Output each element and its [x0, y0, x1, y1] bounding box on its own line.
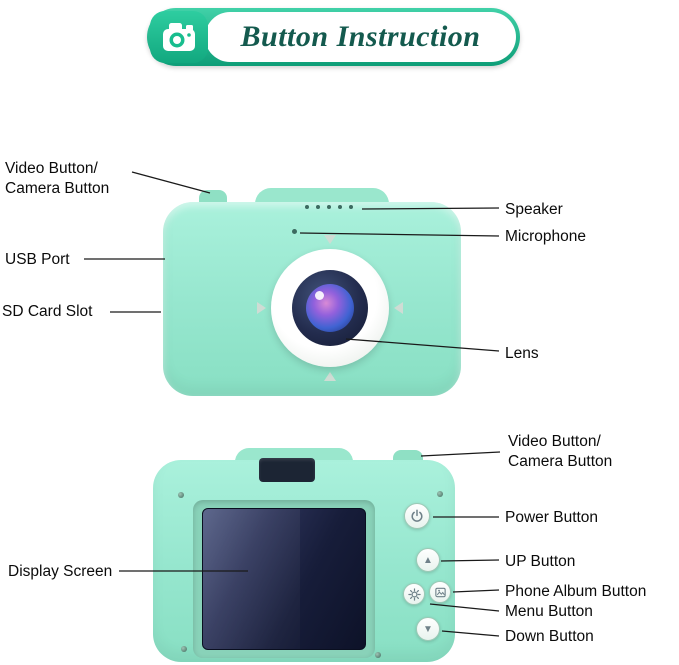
- label-up-button: UP Button: [505, 553, 576, 570]
- menu-button: [403, 583, 425, 605]
- screw: [178, 492, 184, 498]
- camera-front-illustration: [163, 188, 461, 398]
- speaker-dot: [305, 205, 309, 209]
- header-banner-inner: Button Instruction: [205, 12, 516, 62]
- camera-icon-glyph: [163, 23, 195, 51]
- screw: [437, 491, 443, 497]
- speaker-dot: [349, 205, 353, 209]
- lens-mark-right: [394, 302, 403, 314]
- camera-icon: [150, 11, 208, 63]
- gear-icon: [407, 587, 421, 601]
- label-video-camera-button-front: Video Button/ Camera Button: [5, 160, 110, 197]
- label-lens: Lens: [505, 345, 539, 362]
- up-button: ▲: [416, 548, 440, 572]
- speaker-dot: [316, 205, 320, 209]
- label-menu-button: Menu Button: [505, 603, 593, 620]
- power-icon: [411, 509, 423, 522]
- label-video-camera-button-back: Video Button/ Camera Button: [508, 433, 613, 470]
- page-title: Button Instruction: [240, 20, 481, 53]
- label-down-button: Down Button: [505, 628, 594, 645]
- down-button: ▼: [416, 617, 440, 641]
- lens-mark-top: [324, 235, 336, 244]
- lens-highlight: [315, 291, 324, 300]
- label-microphone: Microphone: [505, 228, 586, 245]
- power-button: [404, 503, 430, 529]
- header-banner: Button Instruction: [147, 8, 520, 66]
- lens-mark-bottom: [324, 372, 336, 381]
- label-display-screen: Display Screen: [8, 563, 113, 580]
- lens-mark-left: [257, 302, 266, 314]
- label-phone-album-button: Phone Album Button: [505, 583, 647, 600]
- speaker-grill: [305, 205, 353, 209]
- label-power-button: Power Button: [505, 509, 599, 526]
- screw: [181, 646, 187, 652]
- speaker-dot: [338, 205, 342, 209]
- label-speaker: Speaker: [505, 201, 563, 218]
- lens-glass: [306, 284, 354, 332]
- callout-line-album: [452, 589, 500, 593]
- camera-back-illustration: ▲ ▼: [153, 448, 455, 662]
- screw: [375, 652, 381, 658]
- label-sd-card-slot: SD Card Slot: [2, 303, 93, 320]
- photo-icon: [434, 587, 446, 597]
- microphone-hole: [292, 229, 297, 234]
- down-arrow-icon: ▼: [423, 623, 433, 635]
- photo-album-button: [429, 581, 451, 603]
- viewfinder: [259, 458, 315, 482]
- up-arrow-icon: ▲: [423, 554, 433, 566]
- display-screen: [202, 508, 366, 650]
- speaker-dot: [327, 205, 331, 209]
- label-usb-port: USB Port: [5, 251, 70, 268]
